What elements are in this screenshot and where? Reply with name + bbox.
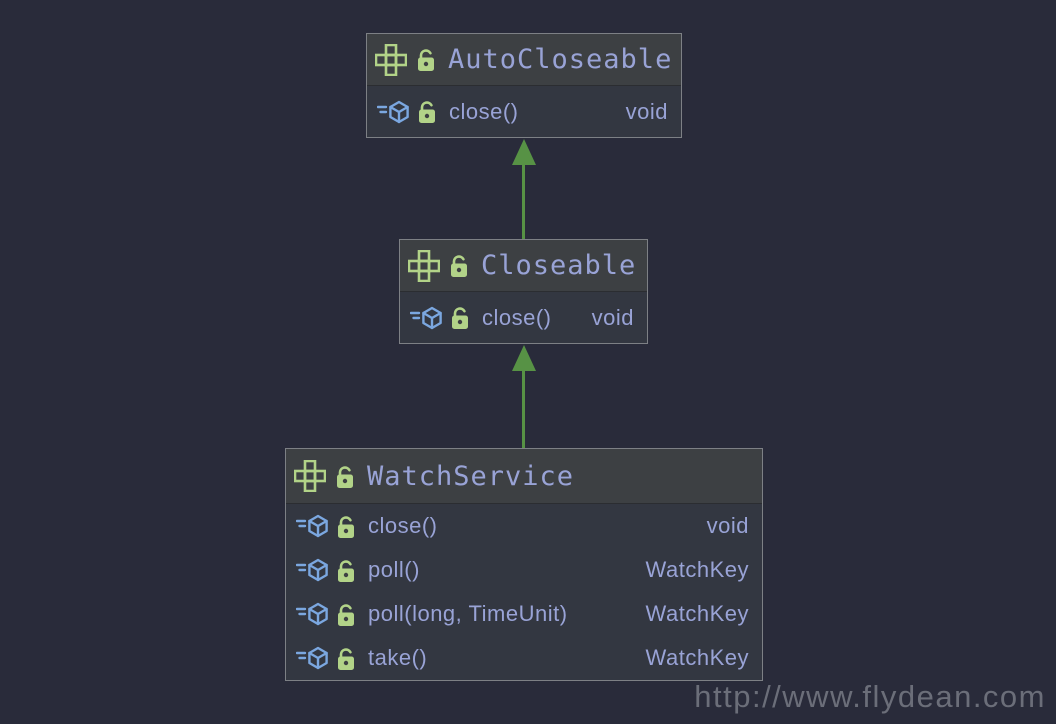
method-signature: poll(long, TimeUnit): [368, 601, 568, 626]
interface-icon: [375, 43, 407, 76]
interface-icon: [294, 460, 326, 492]
method-row-poll-long-timeunit[interactable]: poll(long, TimeUnit) WatchKey: [286, 592, 762, 636]
node-header-autocloseable[interactable]: AutoCloseable: [367, 34, 681, 86]
open-lock-icon: [336, 515, 356, 539]
node-header-watchservice[interactable]: WatchService: [286, 449, 762, 504]
method-return-type: WatchKey: [645, 645, 749, 670]
open-lock-icon: [336, 603, 356, 627]
class-name: AutoCloseable: [448, 44, 673, 75]
method-signature: close(): [368, 513, 438, 538]
method-signature: take(): [368, 645, 428, 670]
method-icon: [377, 100, 409, 123]
method-row-take[interactable]: take() WatchKey: [286, 636, 762, 680]
extends-arrowhead-watchservice-to-closeable: [512, 345, 536, 371]
open-lock-icon: [449, 255, 469, 278]
method-icon: [410, 306, 442, 329]
method-return-type: WatchKey: [645, 557, 749, 582]
method-signature: close(): [482, 304, 552, 330]
node-header-closeable[interactable]: Closeable: [400, 240, 647, 292]
open-lock-icon: [336, 647, 356, 671]
open-lock-icon: [416, 49, 436, 72]
method-return-type: void: [625, 98, 668, 124]
uml-node-autocloseable[interactable]: AutoCloseable close() void: [366, 33, 682, 138]
extends-edge-watchservice-to-closeable[interactable]: [522, 369, 525, 448]
method-row-close[interactable]: close() void: [286, 504, 762, 548]
open-lock-icon: [450, 307, 470, 330]
class-name: WatchService: [367, 460, 575, 492]
uml-node-closeable[interactable]: Closeable close() void: [399, 239, 648, 344]
open-lock-icon: [417, 101, 437, 124]
method-row-close[interactable]: close() void: [367, 86, 681, 137]
method-return-type: void: [591, 304, 634, 330]
method-signature: poll(): [368, 557, 420, 582]
interface-icon: [408, 249, 440, 282]
method-return-type: void: [706, 513, 749, 538]
method-icon: [296, 558, 328, 582]
method-row-poll[interactable]: poll() WatchKey: [286, 548, 762, 592]
extends-arrowhead-closeable-to-autocloseable: [512, 139, 536, 165]
method-return-type: WatchKey: [645, 601, 749, 626]
method-icon: [296, 514, 328, 538]
extends-edge-closeable-to-autocloseable[interactable]: [522, 163, 525, 239]
open-lock-icon: [335, 465, 355, 489]
class-name: Closeable: [481, 250, 637, 281]
uml-node-watchservice[interactable]: WatchService close() void poll() WatchKe…: [285, 448, 763, 681]
method-signature: close(): [449, 98, 519, 124]
watermark-url: http://www.flydean.com: [694, 679, 1046, 714]
method-icon: [296, 602, 328, 626]
method-row-close[interactable]: close() void: [400, 292, 647, 343]
method-icon: [296, 646, 328, 670]
open-lock-icon: [336, 559, 356, 583]
